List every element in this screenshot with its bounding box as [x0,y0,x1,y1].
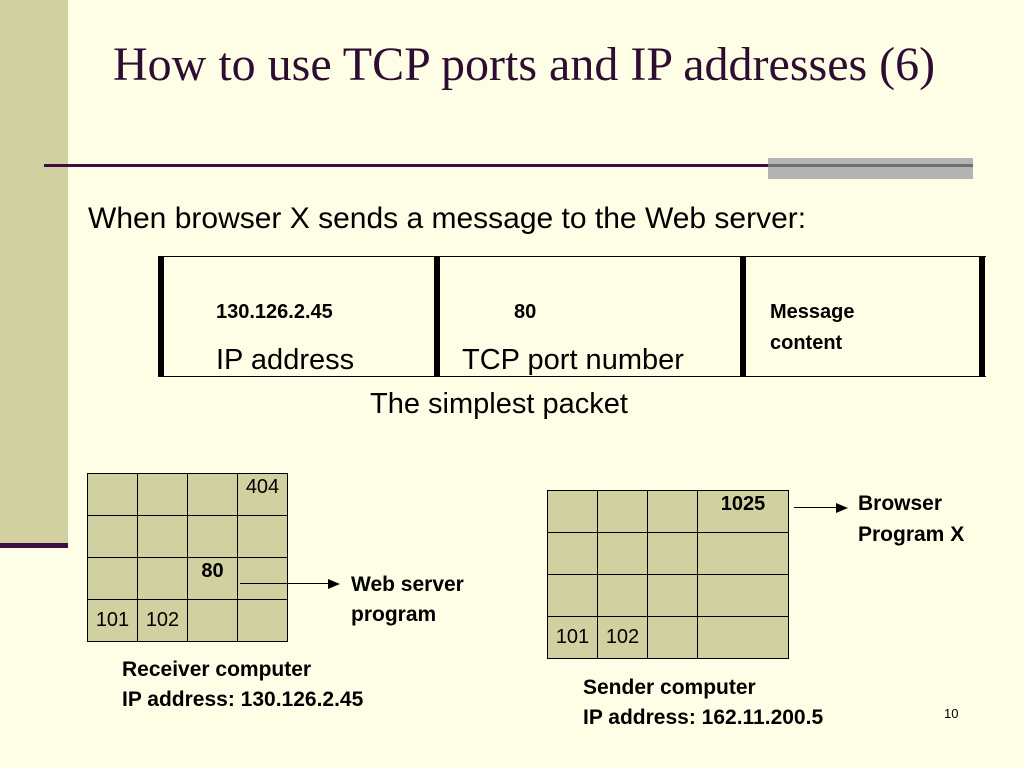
receiver-cell [187,515,238,558]
sender-cell [547,574,598,617]
receiver-cell [237,557,288,600]
receiver-cell [137,473,188,516]
receiver-caption-line1: Receiver computer [122,658,312,681]
sender-caption-line2: IP address: 162.11.200.5 [583,706,824,729]
sender-cell [597,532,648,575]
receiver-port-102: 102 [137,599,188,642]
arrow-head-icon [328,579,340,589]
receiver-cell [187,473,238,516]
receiver-port-101: 101 [87,599,138,642]
receiver-cell [87,557,138,600]
receiver-cell [87,515,138,558]
left-accent-rule [0,543,68,548]
packet-border-right [979,256,985,377]
arrow-head-icon [836,503,848,513]
packet-diagram [158,256,986,377]
sender-cell [647,532,698,575]
packet-border-left [158,256,164,377]
receiver-arrow [240,578,340,590]
receiver-cell [87,473,138,516]
sender-cell [697,574,789,617]
receiver-cell [237,515,288,558]
sender-cell [697,616,789,659]
receiver-port-grid: 404 80 101 102 [87,473,288,642]
slide-subtitle: When browser X sends a message to the We… [88,202,807,235]
page-number: 10 [944,706,959,721]
receiver-cell [137,557,188,600]
title-divider [44,164,768,167]
sender-port-101: 101 [547,616,598,659]
packet-content-line2: content [770,332,843,354]
sender-port-grid: 1025 101 102 [547,490,789,659]
packet-port-label: TCP port number [462,344,684,376]
receiver-cell [237,599,288,642]
sender-port-102: 102 [597,616,648,659]
sender-cell [547,532,598,575]
sender-caption-line1: Sender computer [583,676,756,699]
sender-cell [647,574,698,617]
packet-divider-1 [434,256,440,377]
packet-content-line1: Message [770,301,855,323]
sender-cell [647,490,698,533]
slide-title: How to use TCP ports and IP addresses (6… [113,38,936,91]
sender-cell [697,532,789,575]
packet-divider-2 [740,256,746,377]
sender-cell [647,616,698,659]
receiver-arrow-label-line2: program [351,603,437,626]
sender-arrow [794,502,848,514]
packet-ip-label: IP address [216,344,355,376]
sender-arrow-label-line2: Program X [858,523,965,546]
sender-cell [547,490,598,533]
left-accent-band [0,0,68,545]
packet-ip-value: 130.126.2.45 [216,301,333,323]
receiver-port-80: 80 [187,557,238,600]
sender-port-1025: 1025 [697,490,789,533]
packet-port-value: 80 [514,301,537,323]
receiver-cell [137,515,188,558]
receiver-arrow-label-line1: Web server [351,573,464,596]
receiver-caption-line2: IP address: 130.126.2.45 [122,688,364,711]
sender-cell [597,574,648,617]
sender-cell [597,490,648,533]
receiver-cell [187,599,238,642]
title-divider-bar [768,158,973,179]
receiver-port-404: 404 [237,473,288,516]
packet-caption: The simplest packet [370,388,628,420]
sender-arrow-label-line1: Browser [858,492,943,515]
